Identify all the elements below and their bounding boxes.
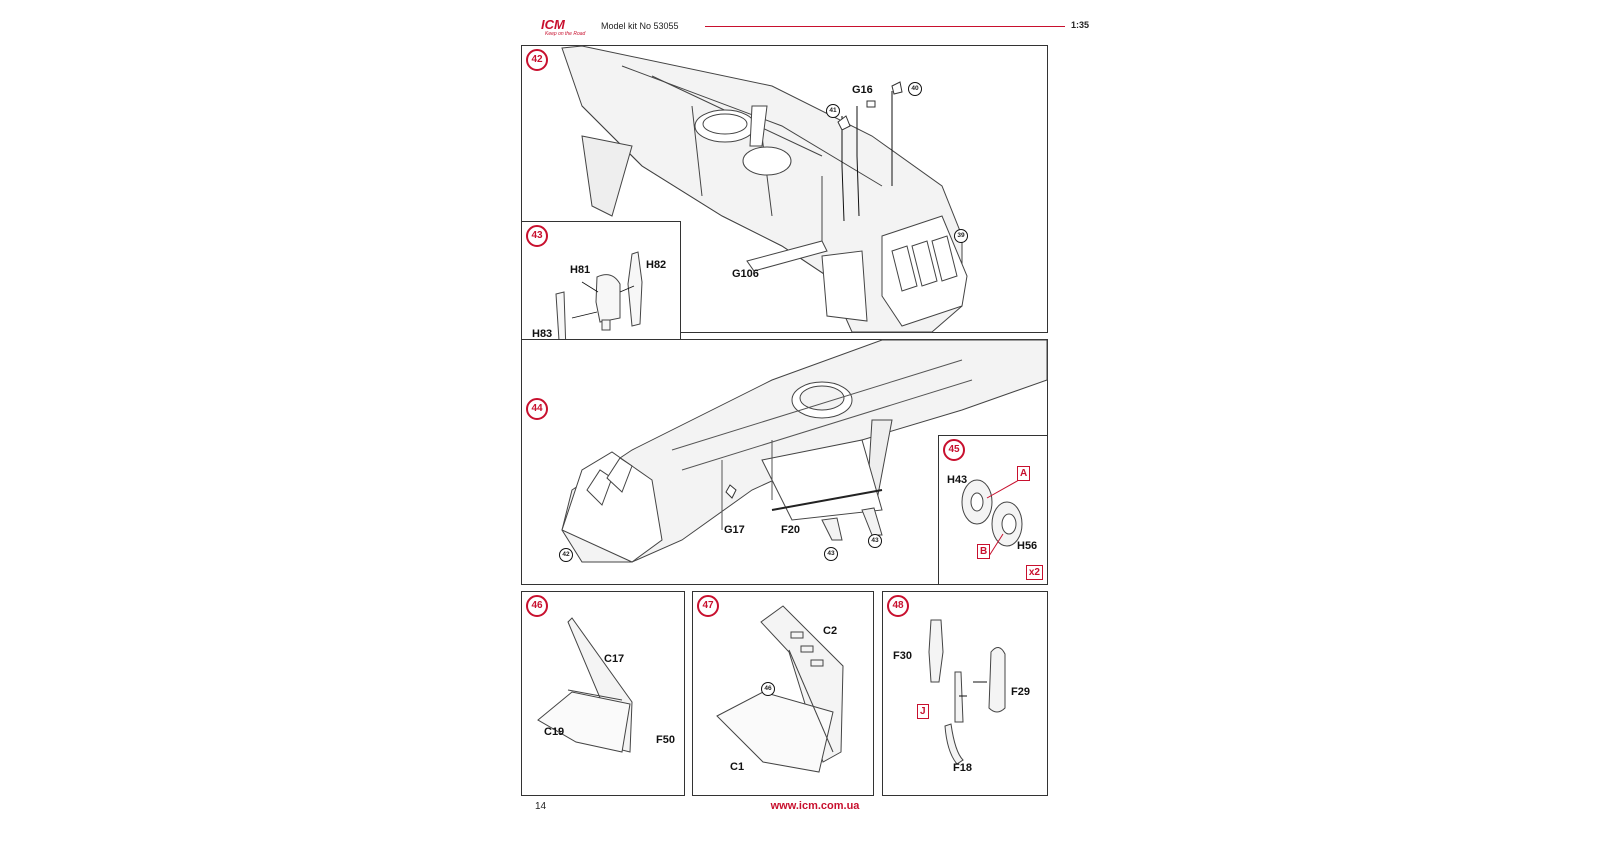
part-label-c19: C19 [544,726,565,738]
landing-gear-drawing [883,592,1047,795]
icm-logo: ICM Keep on the Road [539,17,589,38]
part-label-f50: F50 [656,734,675,746]
part-label-h81: H81 [570,264,591,276]
ref-step-41: 41 [826,104,840,118]
scale-label: 1:35 [1070,20,1089,30]
step-48-panel: 48 F30 F29 F18 J [882,591,1048,796]
part-label-g106: G106 [732,268,759,280]
brand-tagline: Keep on the Road [545,31,586,37]
paint-code-j: J [917,704,929,719]
ref-step-46: 46 [761,682,775,696]
part-label-f20: F20 [781,524,800,536]
header-divider [705,26,1065,27]
brand-name: ICM [541,17,565,32]
step-46-panel: 46 C17 C19 F50 [521,591,685,796]
step-46-badge: 46 [526,595,548,617]
step-45-badge: 45 [943,439,965,461]
step-45-panel: 45 H43 H56 A B x2 [938,435,1048,585]
ref-step-40: 40 [908,82,922,96]
part-label-h83: H83 [532,328,553,340]
step-43-badge: 43 [526,225,548,247]
website-link[interactable]: www.icm.com.ua [770,800,860,812]
quantity-x2-badge: x2 [1025,565,1043,580]
panel-c2-drawing [693,592,873,795]
step-42-badge: 42 [526,49,548,71]
part-label-f29: F29 [1011,686,1030,698]
paint-code-b: B [977,544,991,559]
ref-step-43-b: 43 [868,534,882,548]
part-label-g16: G16 [852,84,873,96]
part-label-c17: C17 [604,653,625,665]
part-label-h56: H56 [1017,540,1038,552]
wheel-assembly-drawing [939,436,1047,584]
part-label-f30: F30 [893,650,912,662]
part-label-f18: F18 [953,762,972,774]
part-label-c2: C2 [823,625,838,637]
step-47-badge: 47 [697,595,719,617]
kit-number: Model kit No 53055 [601,21,679,31]
paint-code-a: A [1017,466,1031,481]
step-44-badge: 44 [526,398,548,420]
fuselage-assembly-drawing [522,340,1047,584]
instruction-page: ICM Keep on the Road Model kit No 53055 … [521,0,1095,850]
ref-step-43-a: 43 [824,547,838,561]
ref-step-39: 39 [954,229,968,243]
page-header: ICM Keep on the Road Model kit No 53055 … [535,14,1095,38]
part-label-h82: H82 [646,259,667,271]
ref-step-42: 42 [559,548,573,562]
part-label-h43: H43 [947,474,968,486]
fuselage-top-view-drawing [522,46,1047,332]
step-47-panel: 47 C2 C1 46 [692,591,874,796]
panel-c17-drawing [522,592,684,795]
part-label-c1: C1 [730,761,745,773]
part-label-g17: G17 [724,524,745,536]
page-number: 14 [535,801,547,812]
step-48-badge: 48 [887,595,909,617]
